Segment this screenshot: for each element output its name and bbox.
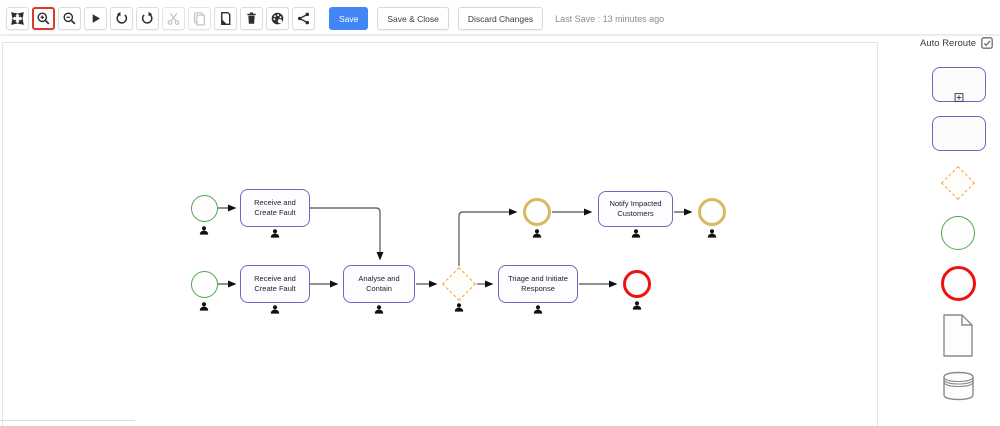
diagram-canvas[interactable] bbox=[2, 42, 878, 426]
paste-button[interactable] bbox=[214, 7, 237, 30]
zoom-in-button[interactable] bbox=[32, 7, 55, 30]
toolbar-header: Save Save & Close Discard Changes Last S… bbox=[0, 0, 1000, 34]
copy-button[interactable] bbox=[188, 7, 211, 30]
person-icon bbox=[532, 229, 542, 238]
palette-button[interactable] bbox=[266, 7, 289, 30]
palette-subprocess-shape[interactable] bbox=[932, 67, 986, 102]
task-label: Analyse and Contain bbox=[358, 274, 400, 293]
canvas-bottom-edge bbox=[0, 420, 135, 421]
zoom-out-button[interactable] bbox=[58, 7, 81, 30]
palette-task-shape[interactable] bbox=[932, 116, 986, 151]
palette-datastore-shape[interactable] bbox=[942, 370, 975, 402]
task-label: Receive and Create Fault bbox=[254, 198, 296, 217]
cut-button[interactable] bbox=[162, 7, 185, 30]
person-icon bbox=[270, 305, 280, 314]
palette-end-event-shape[interactable] bbox=[941, 266, 976, 301]
redo-icon bbox=[140, 11, 155, 26]
task-triage-initiate-response[interactable]: Triage and Initiate Response bbox=[498, 265, 578, 303]
person-icon bbox=[374, 305, 384, 314]
person-icon bbox=[199, 302, 209, 311]
task-label: Notify Impacted Customers bbox=[609, 199, 662, 218]
undo-button[interactable] bbox=[110, 7, 133, 30]
start-event-2[interactable] bbox=[191, 271, 218, 298]
share-button[interactable] bbox=[292, 7, 315, 30]
person-icon bbox=[632, 301, 642, 310]
person-icon bbox=[533, 305, 543, 314]
auto-reroute-label: Auto Reroute bbox=[920, 37, 976, 49]
intermediate-event-1[interactable] bbox=[523, 198, 551, 226]
task-label: Triage and Initiate Response bbox=[508, 274, 568, 293]
palette-document-shape[interactable] bbox=[943, 314, 973, 357]
person-icon bbox=[707, 229, 717, 238]
last-save-status: Last Save : 13 minutes ago bbox=[555, 13, 665, 24]
trash-icon bbox=[244, 11, 259, 26]
paste-icon bbox=[218, 11, 233, 26]
datastore-icon bbox=[942, 371, 975, 406]
save-and-close-button[interactable]: Save & Close bbox=[377, 7, 449, 30]
person-icon bbox=[454, 303, 464, 312]
subprocess-plus-icon bbox=[954, 89, 964, 102]
toolbar: Save Save & Close Discard Changes Last S… bbox=[6, 7, 664, 30]
task-receive-create-fault-2[interactable]: Receive and Create Fault bbox=[240, 265, 310, 303]
delete-button[interactable] bbox=[240, 7, 263, 30]
undo-icon bbox=[114, 11, 129, 26]
redo-button[interactable] bbox=[136, 7, 159, 30]
palette-icon bbox=[270, 11, 285, 26]
discard-changes-button[interactable]: Discard Changes bbox=[457, 7, 544, 30]
play-button[interactable] bbox=[84, 7, 107, 30]
intermediate-event-2[interactable] bbox=[698, 198, 726, 226]
palette-start-event-shape[interactable] bbox=[941, 216, 975, 250]
person-icon bbox=[631, 229, 641, 238]
play-icon bbox=[88, 11, 103, 26]
end-event[interactable] bbox=[623, 270, 651, 298]
save-button[interactable]: Save bbox=[329, 7, 369, 30]
scissors-icon bbox=[166, 11, 181, 26]
document-icon bbox=[943, 314, 973, 361]
task-analyse-and-contain[interactable]: Analyse and Contain bbox=[343, 265, 415, 303]
task-notify-impacted-customers[interactable]: Notify Impacted Customers bbox=[598, 191, 673, 227]
copy-icon bbox=[192, 11, 207, 26]
zoom-out-icon bbox=[62, 11, 77, 26]
palette-gateway-shape[interactable] bbox=[941, 166, 975, 200]
task-receive-create-fault-1[interactable]: Receive and Create Fault bbox=[240, 189, 310, 227]
task-label: Receive and Create Fault bbox=[254, 274, 296, 293]
expand-button[interactable] bbox=[6, 7, 29, 30]
person-icon bbox=[270, 229, 280, 238]
expand-icon bbox=[10, 11, 25, 26]
person-icon bbox=[199, 226, 209, 235]
share-icon bbox=[296, 11, 311, 26]
auto-reroute-checkbox[interactable] bbox=[981, 37, 993, 49]
start-event-1[interactable] bbox=[191, 195, 218, 222]
zoom-in-icon bbox=[36, 11, 51, 26]
auto-reroute-control: Auto Reroute bbox=[905, 37, 993, 49]
